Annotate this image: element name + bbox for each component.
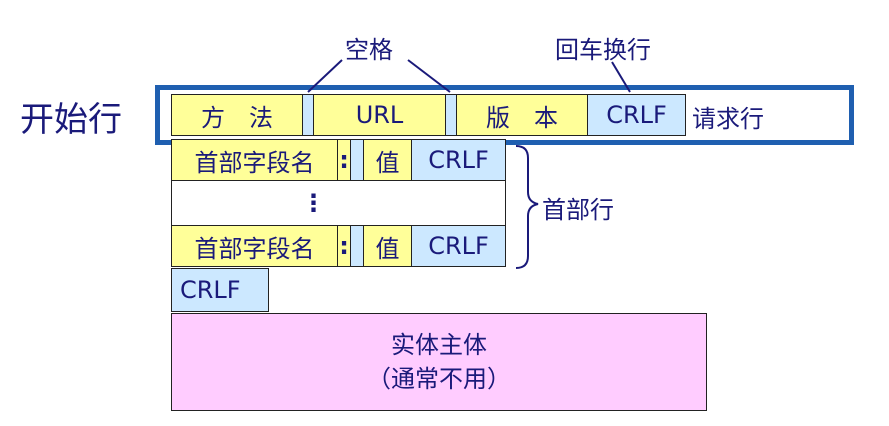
method-cell: 方 法 [171, 94, 303, 136]
header-value-1: 值 [363, 139, 412, 181]
crlf-label: 回车换行 [555, 36, 651, 64]
ellipsis: ⋮ [301, 189, 326, 217]
header-brace [515, 145, 539, 269]
entity-body: 实体主体 （通常不用） [171, 313, 707, 411]
header-value-2: 值 [363, 225, 412, 267]
entity-body-title: 实体主体 [391, 331, 487, 359]
header-gap-1 [350, 139, 364, 181]
header-lines-label: 首部行 [542, 196, 614, 224]
version-cell: 版 本 [456, 94, 588, 136]
request-crlf-cell: CRLF [587, 94, 686, 136]
blank-line-crlf: CRLF [171, 268, 269, 312]
header-colon-2: : [337, 225, 351, 267]
header-crlf-2: CRLF [411, 225, 506, 267]
header-field-1: 首部字段名 [171, 139, 338, 181]
space-label: 空格 [345, 36, 393, 64]
header-gap-2 [350, 225, 364, 267]
start-line-label: 开始行 [20, 100, 122, 140]
header-field-2: 首部字段名 [171, 225, 338, 267]
entity-body-note: （通常不用） [367, 365, 511, 393]
header-colon-1: : [337, 139, 351, 181]
request-line-label: 请求行 [692, 105, 764, 133]
header-crlf-1: CRLF [411, 139, 506, 181]
start-line-frame [155, 85, 854, 145]
header-ellipsis-row: ⋮ [171, 180, 506, 226]
